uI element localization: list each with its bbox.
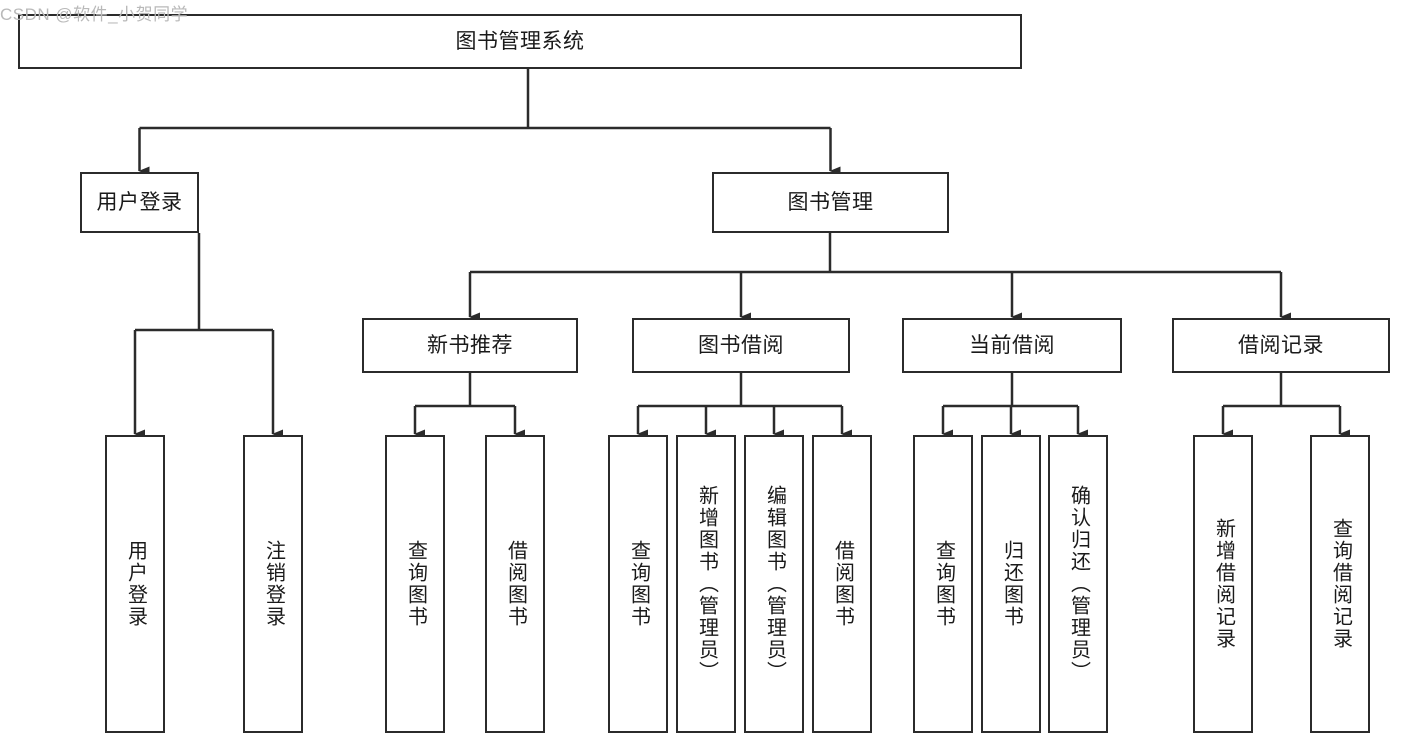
node-leaf4[interactable]: 借阅图书 <box>485 435 545 733</box>
node-label: 归还图书 <box>1000 540 1023 628</box>
node-leaf1[interactable]: 用户登录 <box>105 435 165 733</box>
node-leaf7[interactable]: 编辑图书（管理员） <box>744 435 804 733</box>
node-leaf9[interactable]: 查询图书 <box>913 435 973 733</box>
node-label: 借阅记录 <box>1238 333 1324 357</box>
node-leaf11[interactable]: 确认归还（管理员） <box>1048 435 1108 733</box>
node-current[interactable]: 当前借阅 <box>902 318 1122 373</box>
node-label: 图书借阅 <box>698 333 784 357</box>
node-label: 用户登录 <box>124 540 147 628</box>
node-leaf6[interactable]: 新增图书（管理员） <box>676 435 736 733</box>
node-label: 编辑图书（管理员） <box>763 485 786 683</box>
node-label: 新增图书（管理员） <box>695 485 718 683</box>
node-leaf8[interactable]: 借阅图书 <box>812 435 872 733</box>
node-label: 用户登录 <box>96 190 183 214</box>
node-leaf10[interactable]: 归还图书 <box>981 435 1041 733</box>
node-label: 查询图书 <box>404 540 427 628</box>
edge-group <box>133 69 1350 439</box>
node-login[interactable]: 用户登录 <box>80 172 199 233</box>
node-leaf12[interactable]: 新增借阅记录 <box>1193 435 1253 733</box>
node-records[interactable]: 借阅记录 <box>1172 318 1390 373</box>
node-label: 查询借阅记录 <box>1329 518 1352 650</box>
watermark-text: CSDN @软件_小贺同学 <box>0 5 189 24</box>
node-leaf13[interactable]: 查询借阅记录 <box>1310 435 1370 733</box>
node-label: 查询图书 <box>932 540 955 628</box>
node-label: 确认归还（管理员） <box>1067 485 1090 683</box>
node-label: 图书管理 <box>787 190 874 214</box>
node-borrow[interactable]: 图书借阅 <box>632 318 850 373</box>
node-leaf3[interactable]: 查询图书 <box>385 435 445 733</box>
node-label: 新增借阅记录 <box>1212 518 1235 650</box>
node-label: 新书推荐 <box>427 333 513 357</box>
node-label: 查询图书 <box>627 540 650 628</box>
node-newbook[interactable]: 新书推荐 <box>362 318 578 373</box>
node-label: 注销登录 <box>262 540 285 628</box>
node-leaf5[interactable]: 查询图书 <box>608 435 668 733</box>
node-label: 借阅图书 <box>831 540 854 628</box>
node-label: 借阅图书 <box>504 540 527 628</box>
node-label: 当前借阅 <box>969 333 1055 357</box>
node-bookmgmt[interactable]: 图书管理 <box>712 172 949 233</box>
node-leaf2[interactable]: 注销登录 <box>243 435 303 733</box>
node-root[interactable]: 图书管理系统 <box>18 14 1022 69</box>
node-label: 图书管理系统 <box>455 29 585 53</box>
